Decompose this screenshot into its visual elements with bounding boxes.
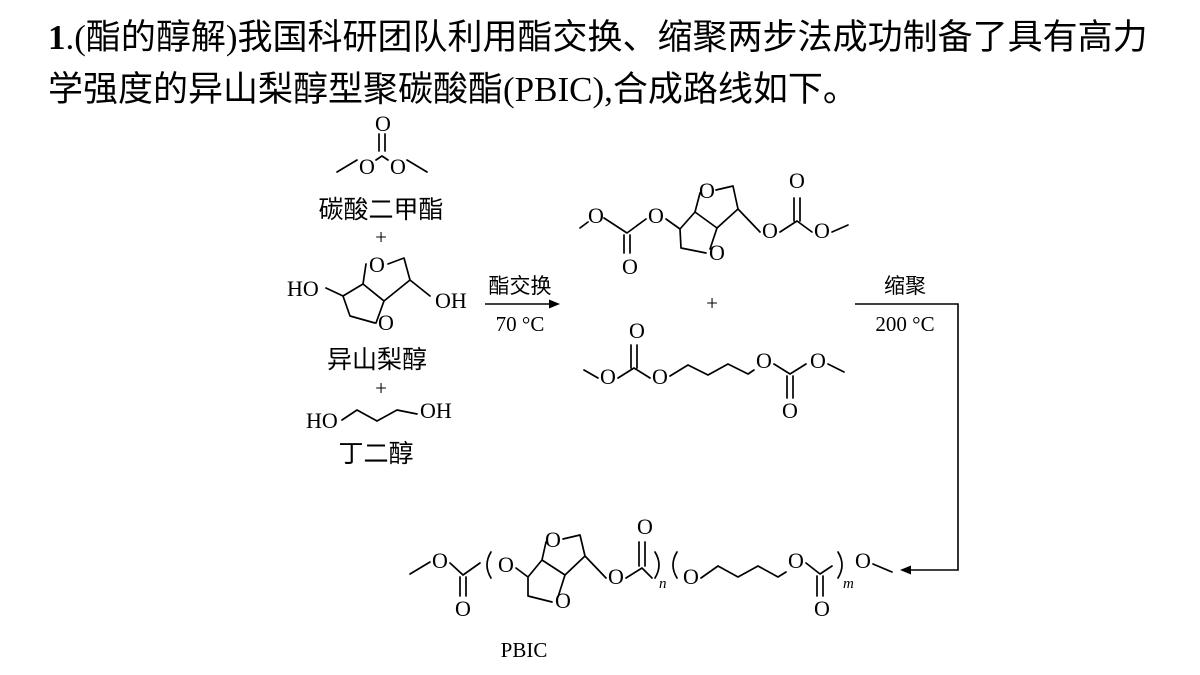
dmc-ester-o2: O — [390, 154, 406, 179]
question-text: .(酯的醇解)我国科研团队利用酯交换、缩聚两步法成功制备了具有高力学强度的异山梨… — [48, 18, 1148, 109]
int2-o-ester-left: O — [652, 364, 668, 389]
butanediol-ho-label: HO — [306, 408, 338, 433]
intermediate-isosorbide-dicarbonate: O O O O O O O O — [579, 168, 849, 279]
int2-o-carbonyl-left: O — [629, 318, 645, 343]
int1-o-methoxy-left: O — [588, 203, 604, 228]
pbic-name-label: PBIC — [501, 638, 548, 662]
int1-o-carbonyl-right: O — [789, 168, 805, 193]
plus-sign-2: + — [375, 376, 387, 400]
butanediol-oh-label: OH — [420, 398, 452, 423]
question-stem: 1.(酯的醇解)我国科研团队利用酯交换、缩聚两步法成功制备了具有高力学强度的异山… — [48, 12, 1168, 116]
step1-reagent-label: 酯交换 — [489, 274, 552, 298]
butanediol-structure: HO OH — [306, 398, 452, 433]
int2-o-ester-right: O — [756, 348, 772, 373]
pbic-o-methoxy-tail: O — [855, 548, 871, 573]
pbic-o-methoxy-end: O — [432, 548, 448, 573]
isosorbide-ring-o-top: O — [369, 252, 385, 277]
butanediol-name-label: 丁二醇 — [338, 440, 413, 468]
int1-o-ester-left: O — [648, 203, 664, 228]
isosorbide-structure: HO OH O O — [287, 252, 467, 335]
dmc-name-label: 碳酸二甲酯 — [318, 196, 443, 224]
dimethyl-carbonate-structure: O O O — [336, 111, 428, 179]
step2-reagent-label: 缩聚 — [884, 274, 926, 298]
isosorbide-name-label: 异山梨醇 — [327, 346, 427, 374]
intermediate-butanediol-dicarbonate: O O O O O O — [583, 318, 845, 423]
int2-o-methoxy-right: O — [810, 348, 826, 373]
pbic-o-carbonyl-m: O — [814, 596, 830, 621]
step2-condition-label: 200 °C — [875, 312, 934, 336]
pbic-o-butanediol-right: O — [788, 548, 804, 573]
step2-arrow — [855, 303, 959, 575]
pbic-o-isosorbide-right: O — [608, 564, 624, 589]
pbic-o-carbonyl-end: O — [455, 596, 471, 621]
pbic-structure: O O O O O O O n O O O m O — [409, 514, 893, 621]
int2-o-carbonyl-right: O — [782, 398, 798, 423]
dmc-carbonyl-o: O — [375, 111, 391, 136]
int2-o-methoxy-left: O — [600, 364, 616, 389]
pbic-o-butanediol-left: O — [683, 564, 699, 589]
pbic-ring-o-bottom: O — [555, 588, 571, 613]
pbic-o-carbonyl-n: O — [637, 514, 653, 539]
int1-ring-o-bottom: O — [709, 240, 725, 265]
plus-sign-1: + — [375, 225, 387, 249]
dmc-ester-o1: O — [359, 154, 375, 179]
step1-arrow — [485, 299, 560, 309]
intermediates-plus-sign: + — [706, 291, 718, 315]
int1-o-methoxy-right: O — [814, 218, 830, 243]
pbic-o-isosorbide-left: O — [498, 552, 514, 577]
step1-condition-label: 70 °C — [496, 312, 545, 336]
isosorbide-oh-label: OH — [435, 288, 467, 313]
question-number: 1 — [48, 18, 66, 57]
int1-o-carbonyl-left: O — [622, 254, 638, 279]
pbic-ring-o-top: O — [545, 527, 561, 552]
int1-ring-o-top: O — [699, 178, 715, 203]
int1-o-ester-right: O — [762, 218, 778, 243]
isosorbide-ho-label: HO — [287, 276, 319, 301]
pbic-subscript-n: n — [659, 576, 667, 592]
isosorbide-ring-o-bottom: O — [378, 310, 394, 335]
pbic-subscript-m: m — [843, 576, 854, 592]
